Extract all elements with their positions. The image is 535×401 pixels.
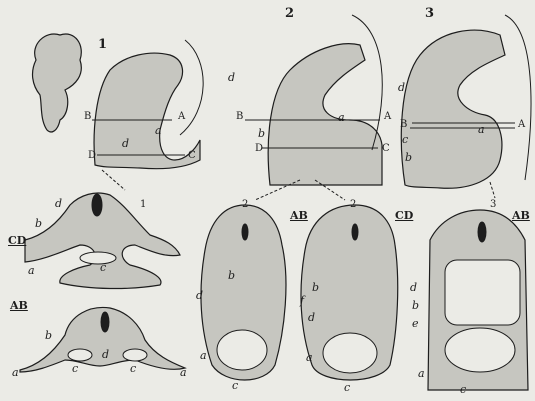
part-a-fig3: a xyxy=(478,124,485,135)
part-c-fig3: c xyxy=(402,134,408,145)
part-b-section1ab: b xyxy=(45,330,52,341)
caption-cd-fig1: CD xyxy=(8,235,26,246)
caption-ab-fig1: AB xyxy=(10,300,28,311)
plane-b-fig1: B xyxy=(84,112,91,122)
section-3ab-body-cavity xyxy=(445,260,520,325)
figure-number-3: 3 xyxy=(425,7,434,20)
section-1cd-drawing xyxy=(25,193,180,288)
fig3-neural-arc xyxy=(505,15,531,180)
part-d-section2ab-left: d xyxy=(196,290,203,301)
section-number-2-left: 2 xyxy=(242,200,248,210)
part-f-section2ab-right: f xyxy=(300,295,304,306)
part-c-section1cd: c xyxy=(100,262,106,273)
part-b-fig3: b xyxy=(405,152,412,163)
plane-a-fig3: A xyxy=(518,120,525,130)
fig2-embryo-outline xyxy=(268,44,382,185)
neural-tube-2ab-right xyxy=(352,224,358,240)
part-a-section3ab: a xyxy=(418,368,425,379)
section-number-3: 3 xyxy=(490,200,496,210)
plane-b-fig2: B xyxy=(236,112,243,122)
part-a-section2ab-left: a xyxy=(200,350,207,361)
neural-tube-3ab xyxy=(478,222,486,242)
part-d-section3ab: d xyxy=(410,282,417,293)
part-a-section1ab-left: a xyxy=(12,367,19,378)
fig3-embryo-outline xyxy=(401,30,505,188)
plane-d-fig1: D xyxy=(88,151,96,161)
part-b-section1cd: b xyxy=(35,218,42,229)
part-d-fig2: d xyxy=(228,72,235,83)
part-c-section2ab-left: c xyxy=(232,380,238,391)
figure-number-2: 2 xyxy=(285,7,294,20)
section-1ab-coelom-left xyxy=(68,349,92,361)
plane-c-fig1: C xyxy=(188,151,196,161)
plane-a-fig2: A xyxy=(384,112,391,122)
connector-fig3 xyxy=(490,182,495,198)
part-b-section2ab-left: b xyxy=(228,270,235,281)
part-e-section3ab: e xyxy=(412,318,419,329)
section-number-1: 1 xyxy=(140,200,146,210)
part-d-section2ab-right: d xyxy=(308,312,315,323)
section-3ab-gut-cavity xyxy=(445,328,515,372)
connector-fig1 xyxy=(102,170,125,190)
part-d-section1cd: d xyxy=(55,198,62,209)
whole-embryo-drawing xyxy=(33,34,82,132)
part-c-section3ab: c xyxy=(460,384,466,395)
caption-ab-fig3: AB xyxy=(512,210,530,221)
plane-b-fig3: B xyxy=(400,120,407,130)
part-b-section3ab: b xyxy=(412,300,419,311)
part-c-section1ab-right: c xyxy=(130,363,136,374)
neural-tube-1cd xyxy=(92,194,102,216)
section-2ab-left-cavity xyxy=(217,330,267,370)
part-a-fig2: a xyxy=(338,112,345,123)
section-2ab-right-cavity xyxy=(323,333,377,373)
part-d-fig1: d xyxy=(122,138,129,149)
plane-a-fig1: A xyxy=(178,112,185,122)
section-number-2-right: 2 xyxy=(350,200,356,210)
part-a-fig1: a xyxy=(155,125,162,136)
part-b-section2ab-right: b xyxy=(312,282,319,293)
part-c-section2ab-right: c xyxy=(344,382,350,393)
part-d-fig3: d xyxy=(398,82,405,93)
caption-ab-fig2: AB xyxy=(290,210,308,221)
caption-cd-fig3: CD xyxy=(395,210,413,221)
neural-tube-1ab xyxy=(101,312,109,332)
neural-tube-2ab-left xyxy=(242,224,248,240)
plane-d-fig2: D xyxy=(255,144,263,154)
part-a-section2ab-right: a xyxy=(306,352,313,363)
part-a-section1cd: a xyxy=(28,265,35,276)
part-a-section1ab-right: a xyxy=(180,367,187,378)
part-d-section1ab: d xyxy=(102,349,109,360)
part-c-section1ab-left: c xyxy=(72,363,78,374)
part-b-fig2: b xyxy=(258,128,265,139)
plane-c-fig2: C xyxy=(382,144,390,154)
section-1ab-coelom-right xyxy=(123,349,147,361)
figure-number-1: 1 xyxy=(98,38,107,51)
section-1cd-gut xyxy=(80,252,116,264)
